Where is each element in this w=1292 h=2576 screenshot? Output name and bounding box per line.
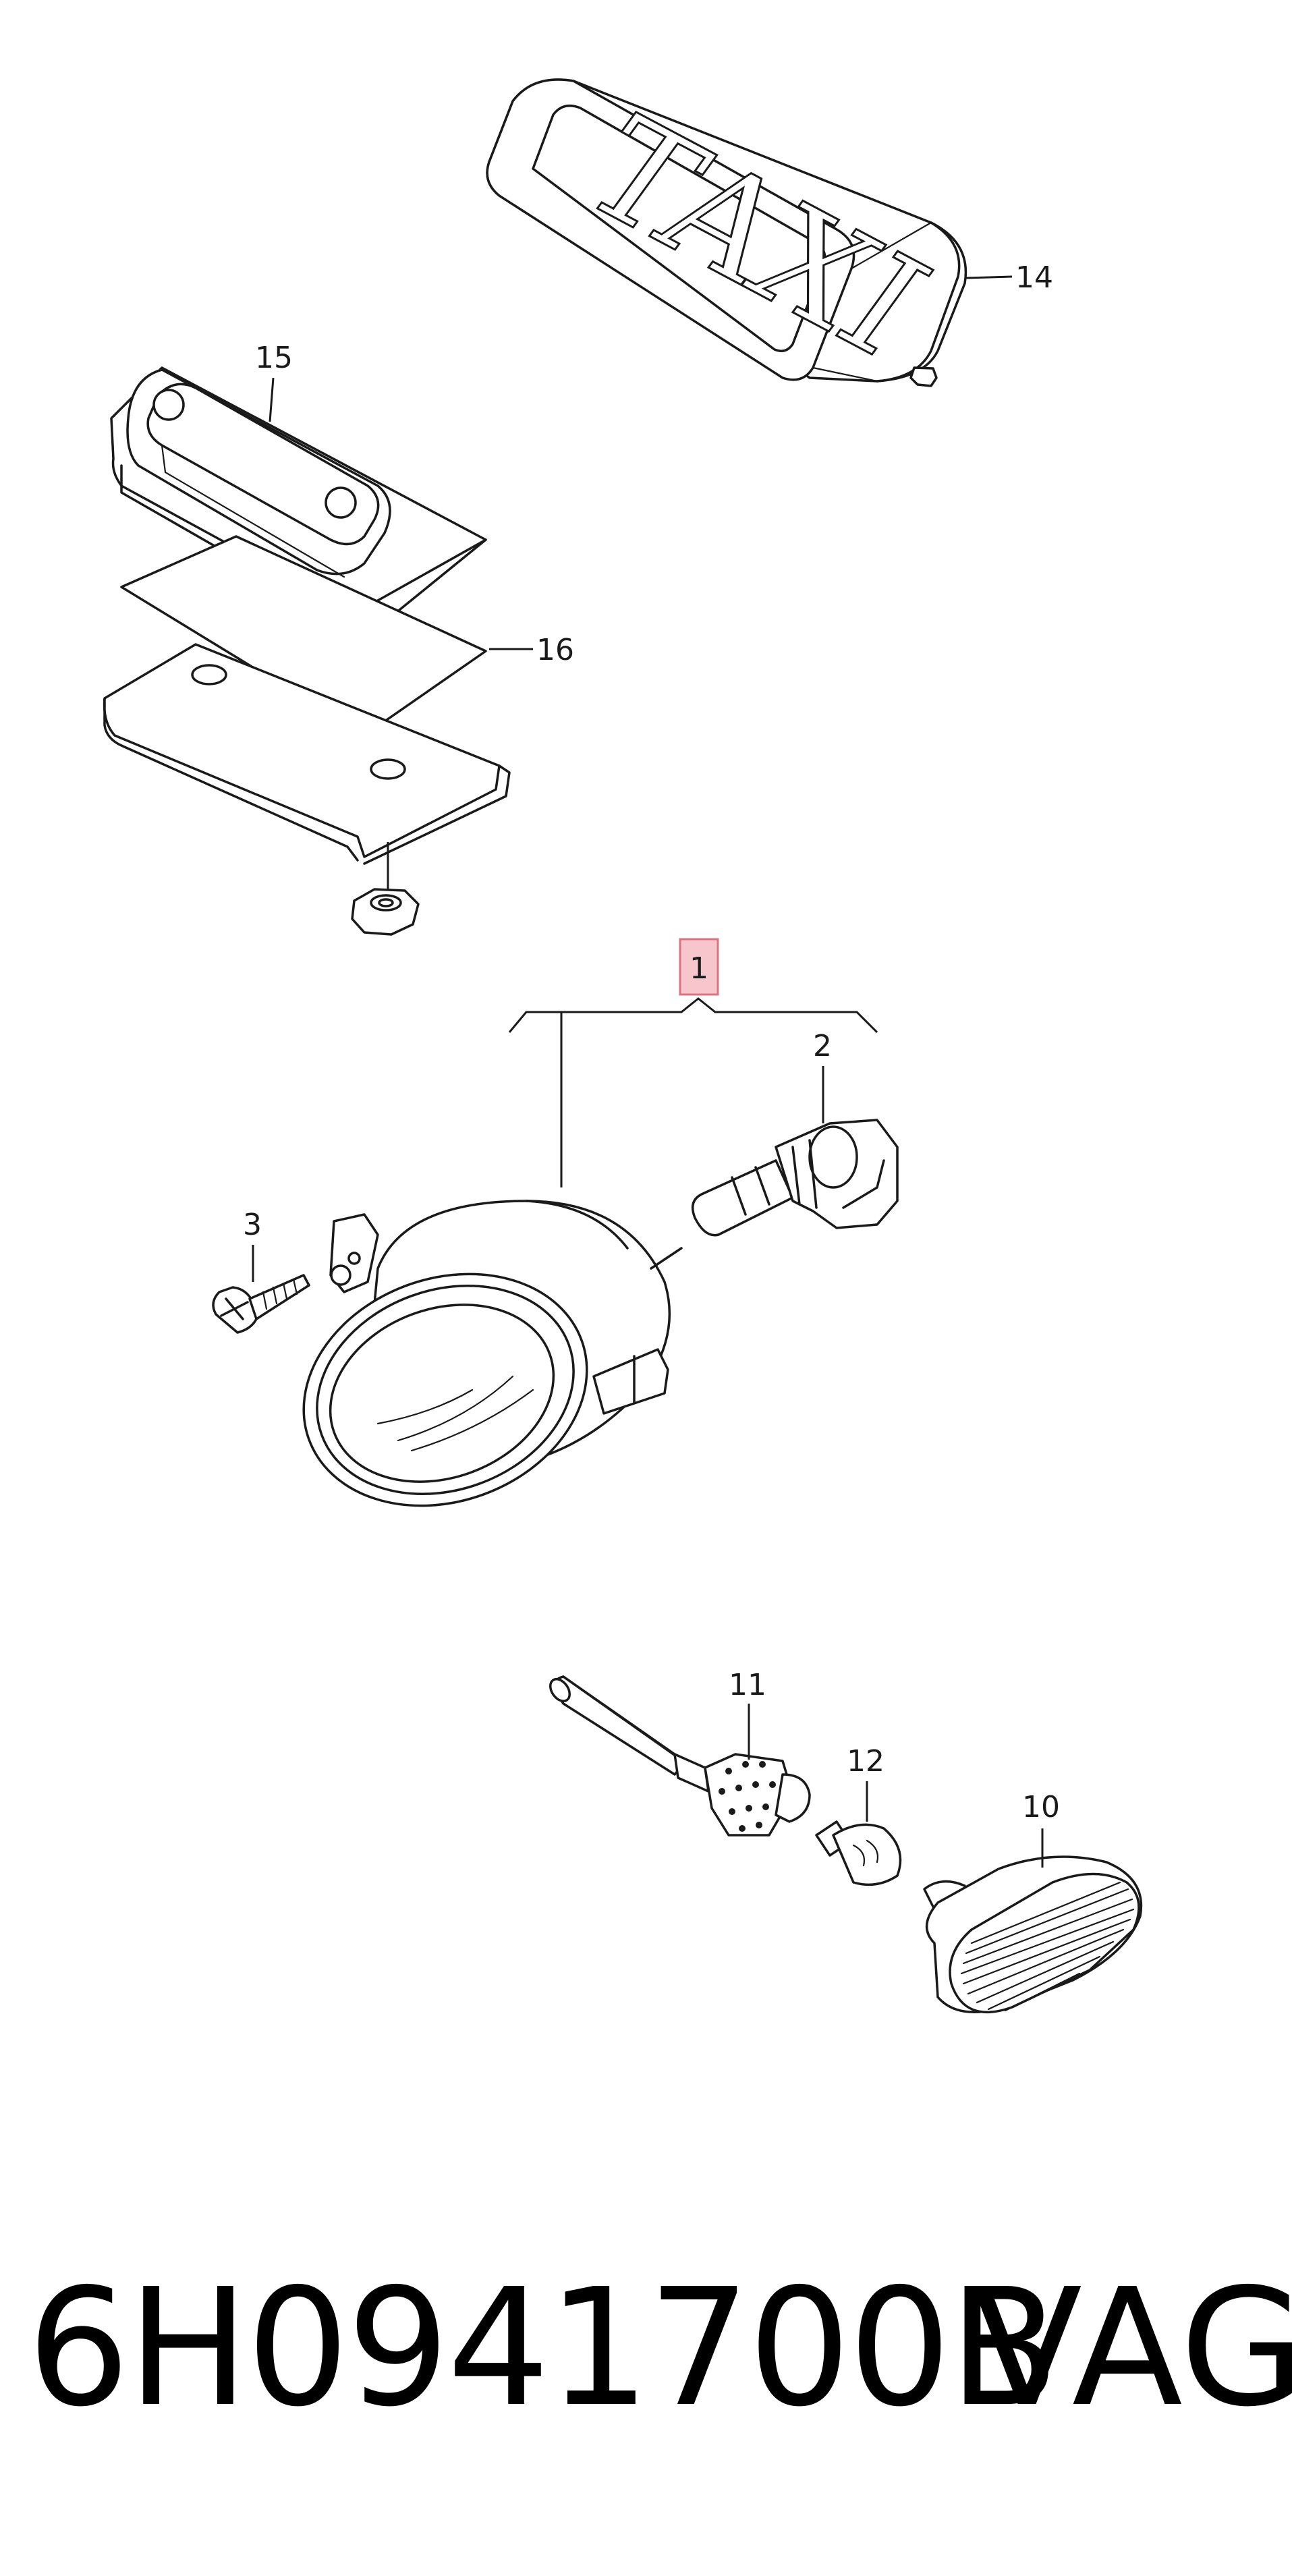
mounting-bracket: [103, 643, 511, 865]
part-12-wedge-bulb: [815, 1820, 902, 1886]
nut-fastener: [351, 842, 420, 936]
brand-caption: VAG: [972, 2253, 1292, 2442]
callout-15: 15: [255, 341, 293, 375]
callout-11: 11: [729, 1668, 766, 1702]
callout-14: 14: [1015, 260, 1053, 295]
part-10-side-marker: [923, 1855, 1143, 2014]
part-3-screw: [212, 1274, 310, 1334]
callout-3: 3: [243, 1208, 262, 1242]
callout-12: 12: [847, 1744, 884, 1779]
callout-16: 16: [536, 633, 574, 667]
part-15-taxi-switch: [110, 366, 487, 629]
part-14-taxi-sign: TAXI: [486, 78, 967, 387]
assembly-bracket-line: [508, 997, 878, 1034]
part-1-fog-lamp: [302, 1200, 683, 1507]
callout-10: 10: [1022, 1790, 1060, 1824]
callout-2: 2: [813, 1029, 832, 1063]
part-2-fog-bulb: [691, 1119, 899, 1237]
part-11-bulb-socket: [549, 1675, 811, 1837]
callout-1-highlight: [679, 938, 719, 996]
callout-1: 1: [690, 951, 708, 986]
part-number-caption: 6H0941700B: [27, 2253, 1060, 2442]
